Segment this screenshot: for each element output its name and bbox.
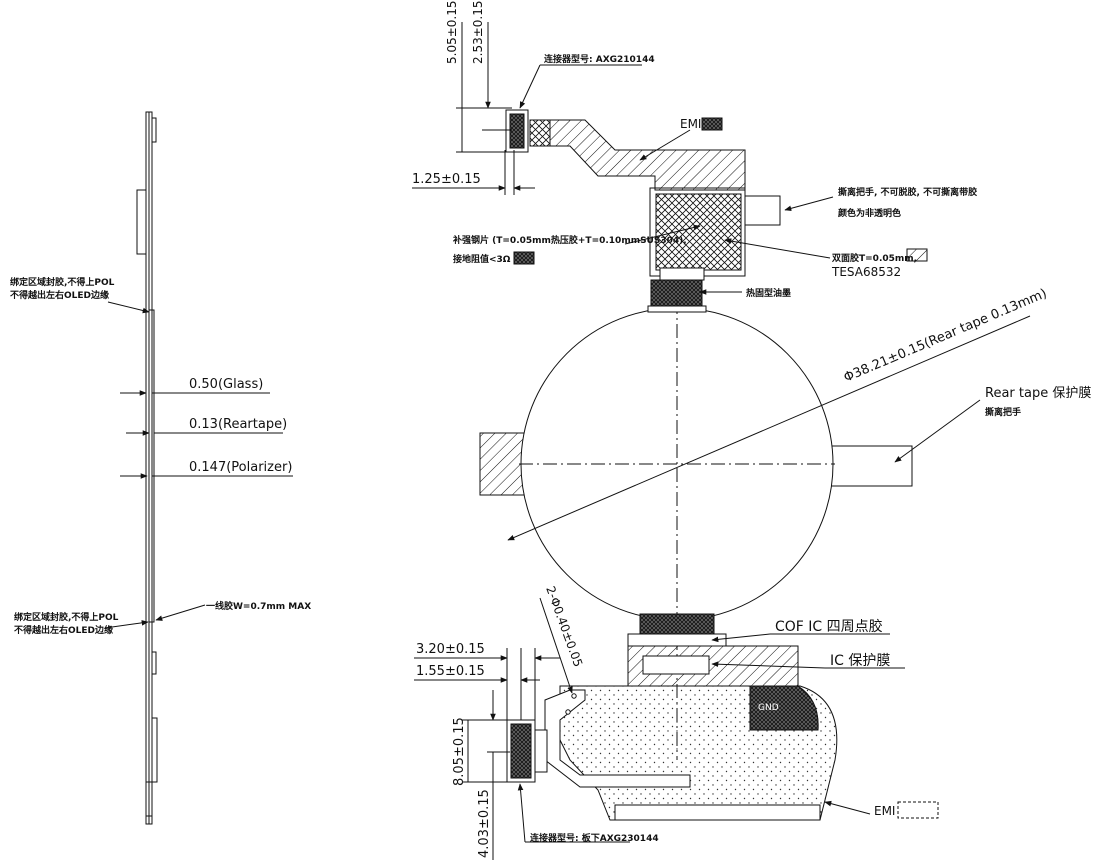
leader-tape bbox=[724, 238, 831, 259]
label-tape-1: 双面胶T=0.05mm, bbox=[832, 252, 917, 264]
side-view bbox=[104, 111, 293, 825]
emi-legend-swatch bbox=[701, 117, 723, 131]
label-emi-top: EMI bbox=[680, 117, 701, 131]
gnd-area bbox=[749, 685, 819, 731]
bottom-connector-base bbox=[534, 729, 548, 773]
bottom-neck bbox=[639, 613, 715, 635]
side-note-bond-top-1: 绑定区域封胶,不得上POL bbox=[10, 276, 115, 288]
label-glass-thickness: 0.50(Glass) bbox=[189, 377, 263, 392]
label-emi-bottom: EMI bbox=[874, 804, 895, 818]
emi-bottom-swatch bbox=[897, 801, 939, 819]
label-thermal-ink: 热固型油墨 bbox=[746, 287, 791, 299]
label-connector-bottom: 连接器型号: 板下AXG230144 bbox=[530, 832, 659, 844]
rear-tape-handle bbox=[825, 445, 913, 487]
side-view-stiffener-top bbox=[136, 189, 147, 255]
top-connector-pins bbox=[509, 113, 525, 149]
dim-403-label: 4.03±0.15 bbox=[477, 789, 492, 858]
label-gnd: GND bbox=[758, 703, 779, 713]
dim-253-label: 2.53±0.15 bbox=[471, 1, 485, 65]
label-line-glue: 一线胶W=0.7mm MAX bbox=[206, 600, 311, 612]
side-view-foot bbox=[145, 781, 153, 817]
label-rear-tape-1: Rear tape 保护膜 bbox=[985, 386, 1091, 401]
bottom-tail-outline bbox=[544, 689, 691, 788]
dim-125-label: 1.25±0.15 bbox=[412, 172, 481, 187]
side-note-bond-bot-2: 不得越出左右OLED边缘 bbox=[14, 624, 113, 636]
side-view-connector-top bbox=[151, 117, 157, 143]
bottom-fpc bbox=[414, 597, 939, 860]
label-cof-ic: COF IC 四周点胶 bbox=[775, 618, 883, 635]
leader-connector-bottom bbox=[517, 783, 526, 843]
label-peel-2: 颜色为非透明色 bbox=[838, 207, 901, 219]
side-note-bond-bot-1: 绑定区域封胶,不得上POL bbox=[14, 611, 119, 623]
label-stiffener-2: 接地阻值<3Ω bbox=[453, 253, 511, 265]
label-diameter: Φ38.21±0.15(Rear tape 0.13mm) bbox=[842, 286, 1049, 385]
dim-505-label: 5.05±0.15 bbox=[445, 1, 459, 65]
top-fpc bbox=[412, 22, 928, 309]
bottom-connector-pins bbox=[510, 723, 532, 779]
hole-1 bbox=[571, 693, 577, 699]
hole-2 bbox=[565, 709, 571, 715]
leader-emi bbox=[639, 129, 691, 161]
label-peel-1: 撕离把手, 不可脱胶, 不可撕离带胶 bbox=[838, 186, 977, 198]
side-note-bond-top-2: 不得越出左右OLED边缘 bbox=[10, 289, 109, 301]
top-connector-base bbox=[529, 119, 551, 147]
ic-chip bbox=[642, 655, 710, 675]
label-connector-top: 连接器型号: AXG210144 bbox=[544, 53, 655, 65]
top-neck-base bbox=[647, 305, 707, 313]
leader-stiffener bbox=[624, 224, 701, 245]
tape-legend-swatch bbox=[906, 248, 928, 262]
dim-320-label: 3.20±0.15 bbox=[416, 642, 485, 657]
label-stiffener-1: 补强钢片 (T=0.05mm热压胶+T=0.10mmSUS304), bbox=[452, 234, 687, 246]
leader-rear-tape bbox=[894, 399, 981, 463]
leader-peel bbox=[784, 196, 834, 212]
peel-handle bbox=[745, 195, 781, 226]
label-polarizer-thickness: 0.147(Polarizer) bbox=[189, 460, 292, 475]
leader-connector-top bbox=[519, 64, 541, 109]
cof-ic-block bbox=[627, 633, 727, 647]
side-view-stiffener-bot bbox=[151, 717, 158, 783]
leader-cof bbox=[711, 633, 771, 643]
side-view-connector-bot bbox=[151, 651, 157, 675]
label-reartape-thickness: 0.13(Reartape) bbox=[189, 417, 287, 432]
leader-bond-top bbox=[107, 301, 150, 314]
round-display bbox=[479, 300, 1031, 760]
leader-holes bbox=[539, 597, 573, 694]
leader-emi-bottom bbox=[824, 800, 871, 815]
dim-155-label: 1.55±0.15 bbox=[416, 664, 485, 679]
label-tape-2: TESA68532 bbox=[831, 265, 901, 279]
leader-line-glue bbox=[155, 604, 206, 621]
top-neck bbox=[659, 267, 705, 281]
stiffener-legend-swatch bbox=[513, 251, 535, 265]
leader-bond-bot bbox=[104, 620, 149, 629]
leader-ic bbox=[711, 661, 826, 669]
dim-805-label: 8.05±0.15 bbox=[452, 717, 467, 786]
top-stiffener bbox=[655, 193, 742, 271]
side-view-panel-stack bbox=[148, 309, 155, 623]
bottom-edge-strip bbox=[614, 804, 821, 821]
label-ic-protect: IC 保护膜 bbox=[830, 653, 890, 669]
diameter-line bbox=[507, 315, 1031, 541]
label-rear-tape-2: 撕离把手 bbox=[985, 406, 1021, 418]
